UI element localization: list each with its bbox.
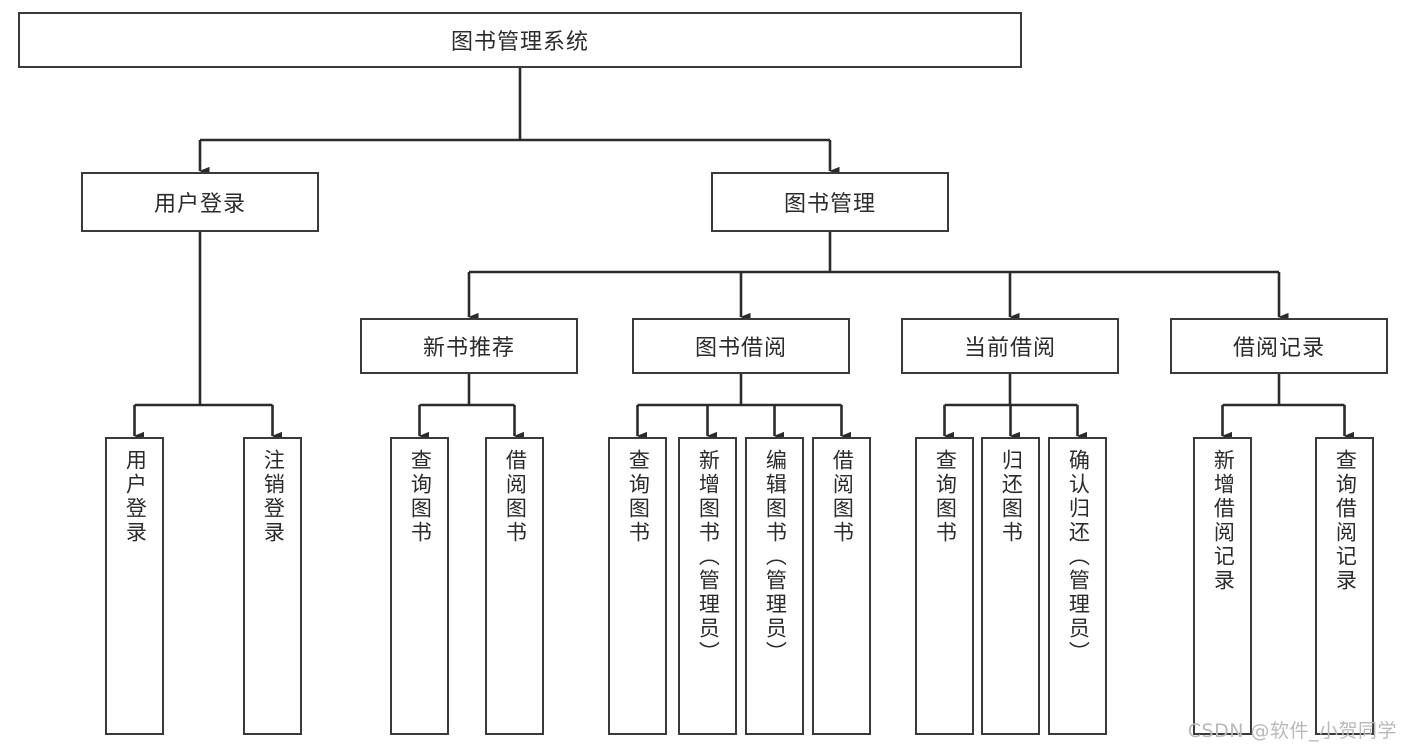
node-c-confirm[interactable]: 确认归还（管理员） — [1048, 437, 1107, 735]
node-n-query[interactable]: 查询图书 — [390, 437, 449, 735]
node-label: 注销登录 — [261, 449, 286, 545]
node-r-query[interactable]: 查询借阅记录 — [1315, 437, 1374, 735]
node-login[interactable]: 用户登录 — [81, 172, 319, 232]
node-c-return[interactable]: 归还图书 — [981, 437, 1040, 735]
node-label: 查询图书 — [408, 449, 433, 545]
node-records[interactable]: 借阅记录 — [1170, 318, 1388, 374]
node-n-borrow[interactable]: 借阅图书 — [485, 437, 544, 735]
node-label: 编辑图书（管理员） — [763, 449, 788, 665]
node-label: 查询借阅记录 — [1333, 449, 1358, 593]
node-l-login[interactable]: 用户登录 — [105, 437, 164, 735]
node-label: 用户登录 — [153, 192, 246, 217]
node-bookmgmt[interactable]: 图书管理 — [711, 172, 949, 232]
node-b-query[interactable]: 查询图书 — [608, 437, 667, 735]
node-label: 确认归还（管理员） — [1066, 449, 1091, 665]
node-label: 用户登录 — [123, 449, 148, 545]
node-label: 查询图书 — [626, 449, 651, 545]
node-b-edit[interactable]: 编辑图书（管理员） — [745, 437, 804, 735]
node-label: 新增图书（管理员） — [696, 449, 721, 665]
node-label: 图书借阅 — [694, 336, 787, 361]
node-label: 图书管理 — [783, 192, 876, 217]
node-label: 借阅图书 — [830, 449, 855, 545]
edge-group — [133, 68, 1355, 441]
node-label: 归还图书 — [999, 449, 1024, 545]
node-r-add[interactable]: 新增借阅记录 — [1193, 437, 1252, 735]
node-l-logout[interactable]: 注销登录 — [243, 437, 302, 735]
node-label: 图书管理系统 — [450, 30, 589, 55]
node-borrow[interactable]: 图书借阅 — [632, 318, 850, 374]
node-b-borrow[interactable]: 借阅图书 — [812, 437, 871, 735]
node-root[interactable]: 图书管理系统 — [18, 12, 1022, 68]
node-c-query[interactable]: 查询图书 — [915, 437, 974, 735]
node-label: 当前借阅 — [963, 336, 1056, 361]
node-label: 查询图书 — [933, 449, 958, 545]
node-label: 新增借阅记录 — [1211, 449, 1236, 593]
node-newbook[interactable]: 新书推荐 — [360, 318, 578, 374]
node-label: 新书推荐 — [422, 336, 515, 361]
node-label: 借阅记录 — [1232, 336, 1325, 361]
node-current[interactable]: 当前借阅 — [901, 318, 1119, 374]
node-b-add[interactable]: 新增图书（管理员） — [678, 437, 737, 735]
node-label: 借阅图书 — [503, 449, 528, 545]
